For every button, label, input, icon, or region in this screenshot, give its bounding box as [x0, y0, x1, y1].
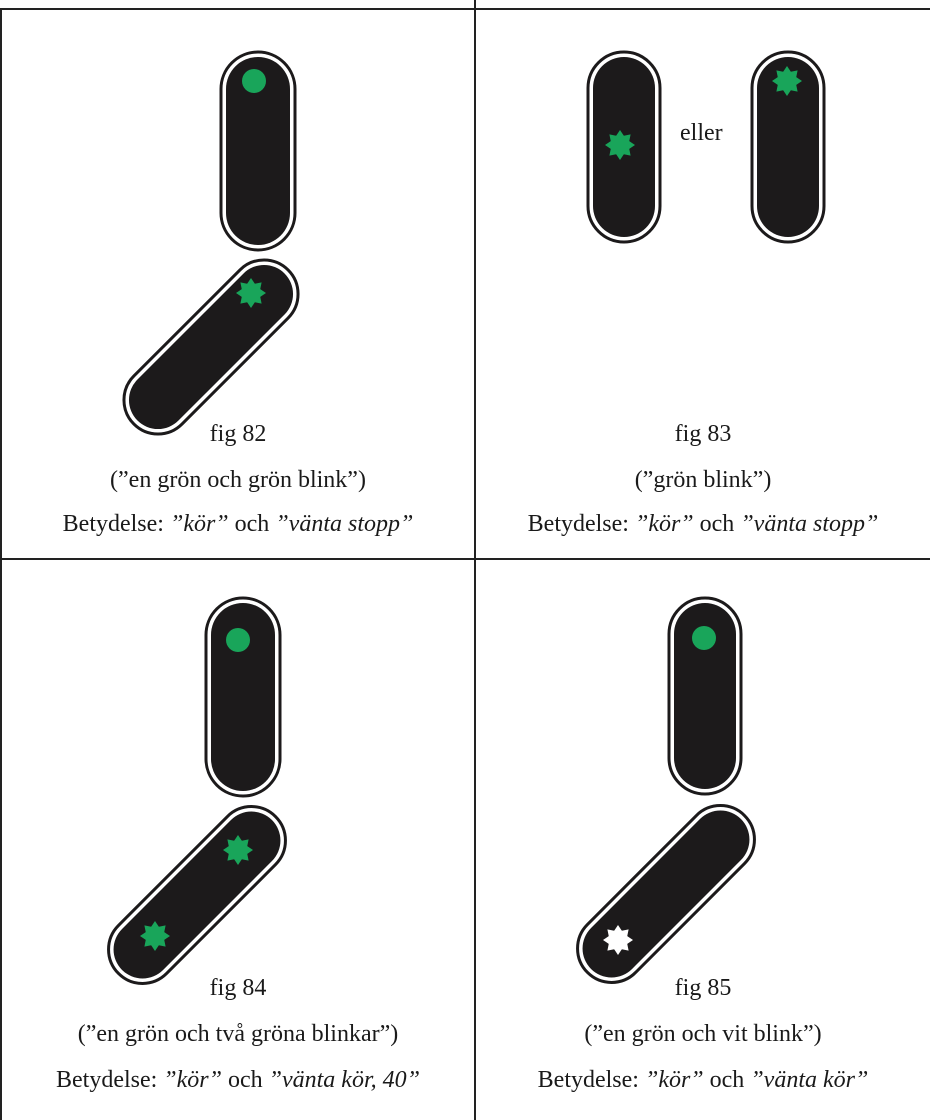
green-blink-lamp-lower [140, 921, 170, 951]
blink-lamp-core [610, 135, 630, 155]
figure-description: (”en grön och två gröna blinkar”) [77, 1021, 399, 1047]
meaning-first: ”kör” [644, 1067, 704, 1093]
signal-fig-83 [586, 50, 826, 244]
panel-fig-83: eller fig 83 (”grön blink”) Betydelse: ”… [476, 10, 930, 558]
meaning-join: och [703, 1067, 751, 1093]
blink-lamp-core [241, 283, 261, 303]
figure-meaning: Betydelse: ”kör” och ”vänta kör” [476, 1066, 930, 1094]
panel-fig-82: fig 82 (”en grön och grön blink”) Betyde… [2, 10, 474, 558]
grid-divider-vertical [474, 0, 476, 1120]
meaning-prefix: Betydelse: [537, 1067, 645, 1093]
signal-housing-diagonal [107, 805, 287, 985]
grid-border-top [0, 8, 930, 10]
meaning-prefix: Betydelse: [527, 511, 635, 537]
meaning-join: och [228, 511, 276, 537]
white-blink-lamp [603, 925, 633, 955]
meaning-join: och [221, 1067, 269, 1093]
signal-fig-82 [122, 50, 300, 436]
blink-lamp-core [228, 840, 248, 860]
signal-housing-vertical [219, 50, 297, 252]
figure-label: fig 84 [209, 975, 267, 1001]
meaning-first: ”kör” [163, 1067, 222, 1093]
meaning-second: ”vänta kör” [750, 1067, 869, 1093]
green-blink-lamp-upper [223, 835, 253, 865]
signal-housing-right [750, 50, 826, 244]
signal-fig-85 [576, 596, 756, 984]
meaning-second: ”vänta stopp” [740, 511, 879, 537]
alternative-label: eller [680, 120, 723, 146]
signal-housing-vertical [204, 596, 282, 798]
green-steady-lamp [226, 628, 250, 652]
figure-description: (”grön blink”) [634, 467, 772, 493]
meaning-join: och [699, 511, 741, 537]
signal-fig-84 [107, 596, 287, 985]
meaning-second: ”vänta stopp” [275, 511, 414, 537]
green-blink-lamp-top [772, 66, 802, 96]
signal-housing-vertical [667, 596, 743, 796]
figure-label: fig 85 [674, 975, 732, 1001]
figure-description: (”en grön och vit blink”) [584, 1021, 822, 1047]
meaning-first: ”kör” [634, 511, 700, 537]
figure-meaning: Betydelse: ”kör” och ”vänta stopp” [2, 510, 474, 538]
figure-meaning: Betydelse: ”kör” och ”vänta kör, 40” [2, 1066, 474, 1094]
figure-label: fig 83 [674, 421, 732, 447]
blink-lamp-core [608, 930, 628, 950]
green-blink-lamp [236, 278, 266, 308]
panel-fig-85: fig 85 (”en grön och vit blink”) Betydel… [476, 560, 930, 1120]
figure-label: fig 82 [209, 421, 267, 447]
green-steady-lamp [692, 626, 716, 650]
panel-fig-84: fig 84 (”en grön och två gröna blinkar”)… [2, 560, 474, 1120]
meaning-second: ”vänta kör, 40” [268, 1067, 420, 1093]
meaning-prefix: Betydelse: [55, 1067, 164, 1093]
signal-housing-diagonal [576, 804, 756, 984]
meaning-first: ”kör” [169, 511, 229, 537]
green-steady-lamp [242, 69, 266, 93]
green-blink-lamp-middle [605, 130, 635, 160]
grid-divider-horizontal [0, 558, 930, 560]
figure-description: (”en grön och grön blink”) [110, 467, 366, 493]
meaning-prefix: Betydelse: [62, 511, 170, 537]
grid-border-left [0, 8, 2, 1120]
signal-housing-diagonal [122, 258, 300, 436]
blink-lamp-core [777, 71, 797, 91]
figure-meaning: Betydelse: ”kör” och ”vänta stopp” [476, 510, 930, 538]
blink-lamp-core [145, 926, 165, 946]
